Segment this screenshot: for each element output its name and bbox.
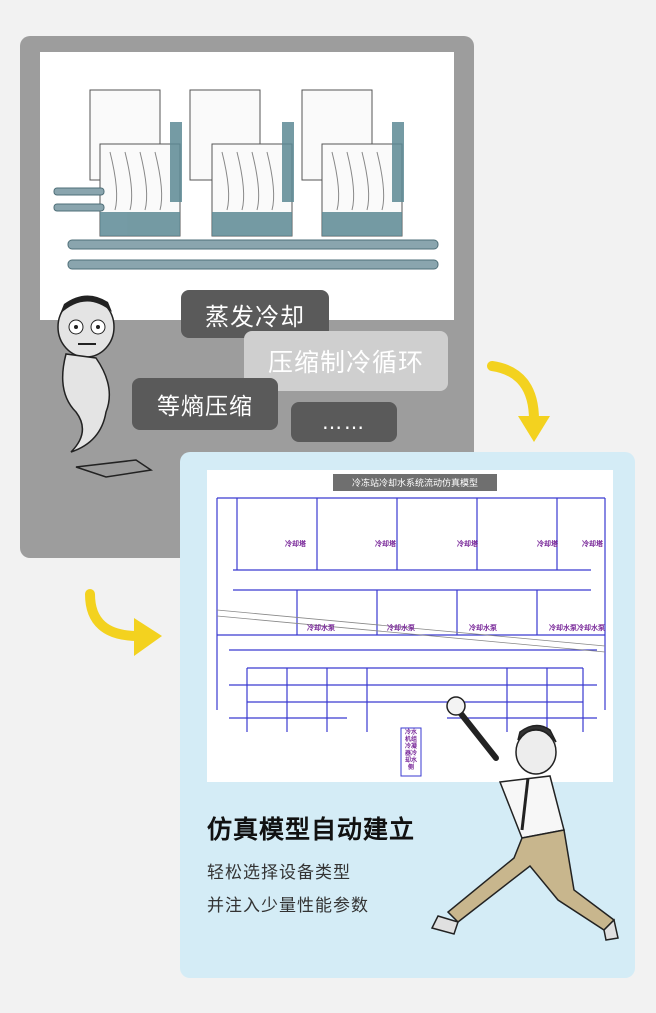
tower-label: 冷却塔 [457,539,479,548]
pointing-boy-illustration [430,696,619,941]
tag-isentropic-compression: 等熵压缩 [132,378,278,430]
feature-heading: 仿真模型自动建立 [207,815,416,844]
pump-label: 冷却水泵 [549,623,577,632]
cooling-tower-illustration [40,52,454,320]
diagram-title: 冷冻站冷却水系统流动仿真模型 [333,474,497,491]
curved-arrow-icon [487,361,550,442]
feature-line-1: 轻松选择设备类型 [207,863,351,883]
tower-label: 冷却塔 [285,539,307,548]
pump-label: 冷却水泵 [307,623,335,632]
tower-label: 冷却塔 [582,539,604,548]
ghost-character-illustration [57,295,154,478]
pump-label: 冷却水泵 [577,623,605,632]
pipe-network-diagram: 冷却塔 冷却塔 冷却塔 冷却塔 冷却塔 冷却水泵 冷却水泵 冷却水泵 冷却水泵 … [216,497,606,777]
tower-label: 冷却塔 [375,539,397,548]
pump-label: 冷却水泵 [387,623,415,632]
tower-label: 冷却塔 [537,539,559,548]
tag-ellipsis: …… [291,402,397,442]
chiller-condenser-label: 冷水机组冷凝器冷却水侧 [404,729,417,771]
pump-label: 冷却水泵 [469,623,497,632]
feature-line-2: 并注入少量性能参数 [207,896,369,916]
tag-evaporative-cooling: 蒸发冷却 [181,290,329,338]
curved-arrow-icon [85,589,162,656]
cooling-tower-sketch [53,89,439,270]
tag-compression-refrigeration-cycle: 压缩制冷循环 [244,331,448,391]
